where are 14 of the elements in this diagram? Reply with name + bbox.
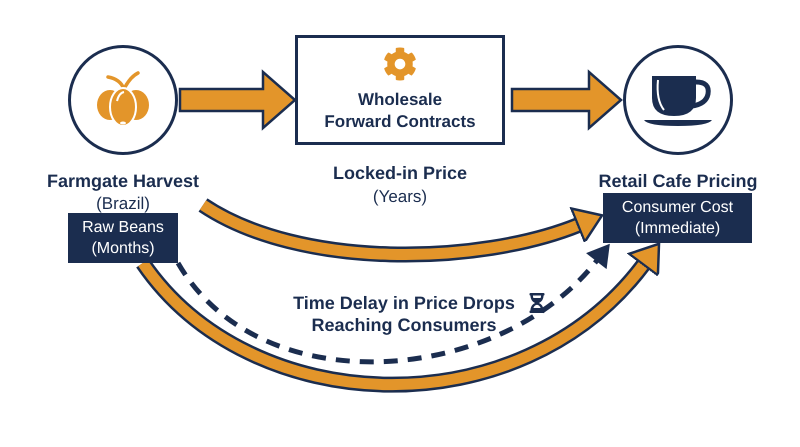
info-box: Consumer Cost (Immediate)	[603, 193, 752, 243]
curved-arrow	[199, 198, 604, 262]
stage-heading: Farmgate Harvest	[46, 171, 200, 192]
block-arrow	[510, 69, 623, 131]
info-box: Raw Beans (Months)	[68, 213, 178, 263]
edge-label: Time Delay in Price Drops Reaching Consumers	[292, 292, 516, 336]
stage-subtitle: (Brazil)	[96, 194, 150, 214]
box-title: Wholesale Forward Contracts	[323, 89, 477, 133]
process-box	[295, 35, 505, 145]
dashed-arrow	[176, 245, 612, 364]
block-arrow	[178, 69, 297, 131]
stage-heading: Retail Cafe Pricing	[598, 171, 758, 192]
stage-heading: Locked-in Price	[332, 163, 468, 184]
stage-subtitle: (Years)	[372, 187, 428, 207]
